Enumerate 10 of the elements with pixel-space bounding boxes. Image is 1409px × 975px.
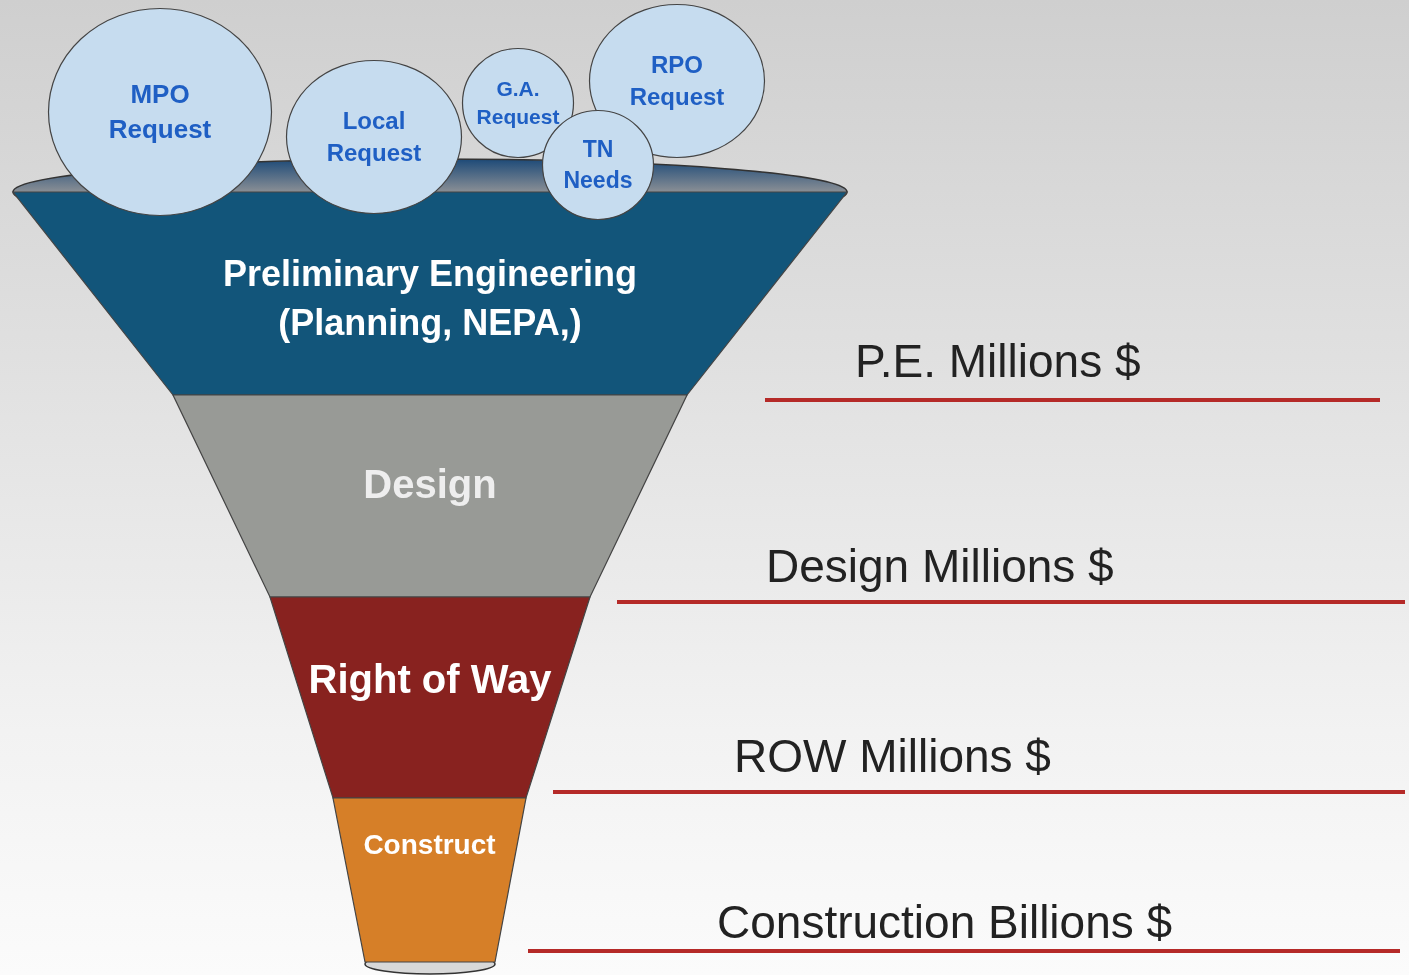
cost-label: Construction Billions $	[717, 899, 1173, 945]
funnel-stage: Construct	[333, 798, 526, 962]
request-bubble: Local Request	[286, 60, 462, 214]
cost-label: P.E. Millions $	[855, 338, 1141, 384]
request-bubble: G.A. Request	[462, 48, 574, 158]
funnel-stage: Preliminary Engineering (Planning, NEPA,)	[13, 192, 847, 395]
funnel-stage: Right of Way	[270, 597, 590, 798]
funnel-stage: Design	[173, 395, 687, 597]
cost-label: ROW Millions $	[734, 733, 1051, 779]
request-bubble: MPO Request	[48, 8, 272, 216]
